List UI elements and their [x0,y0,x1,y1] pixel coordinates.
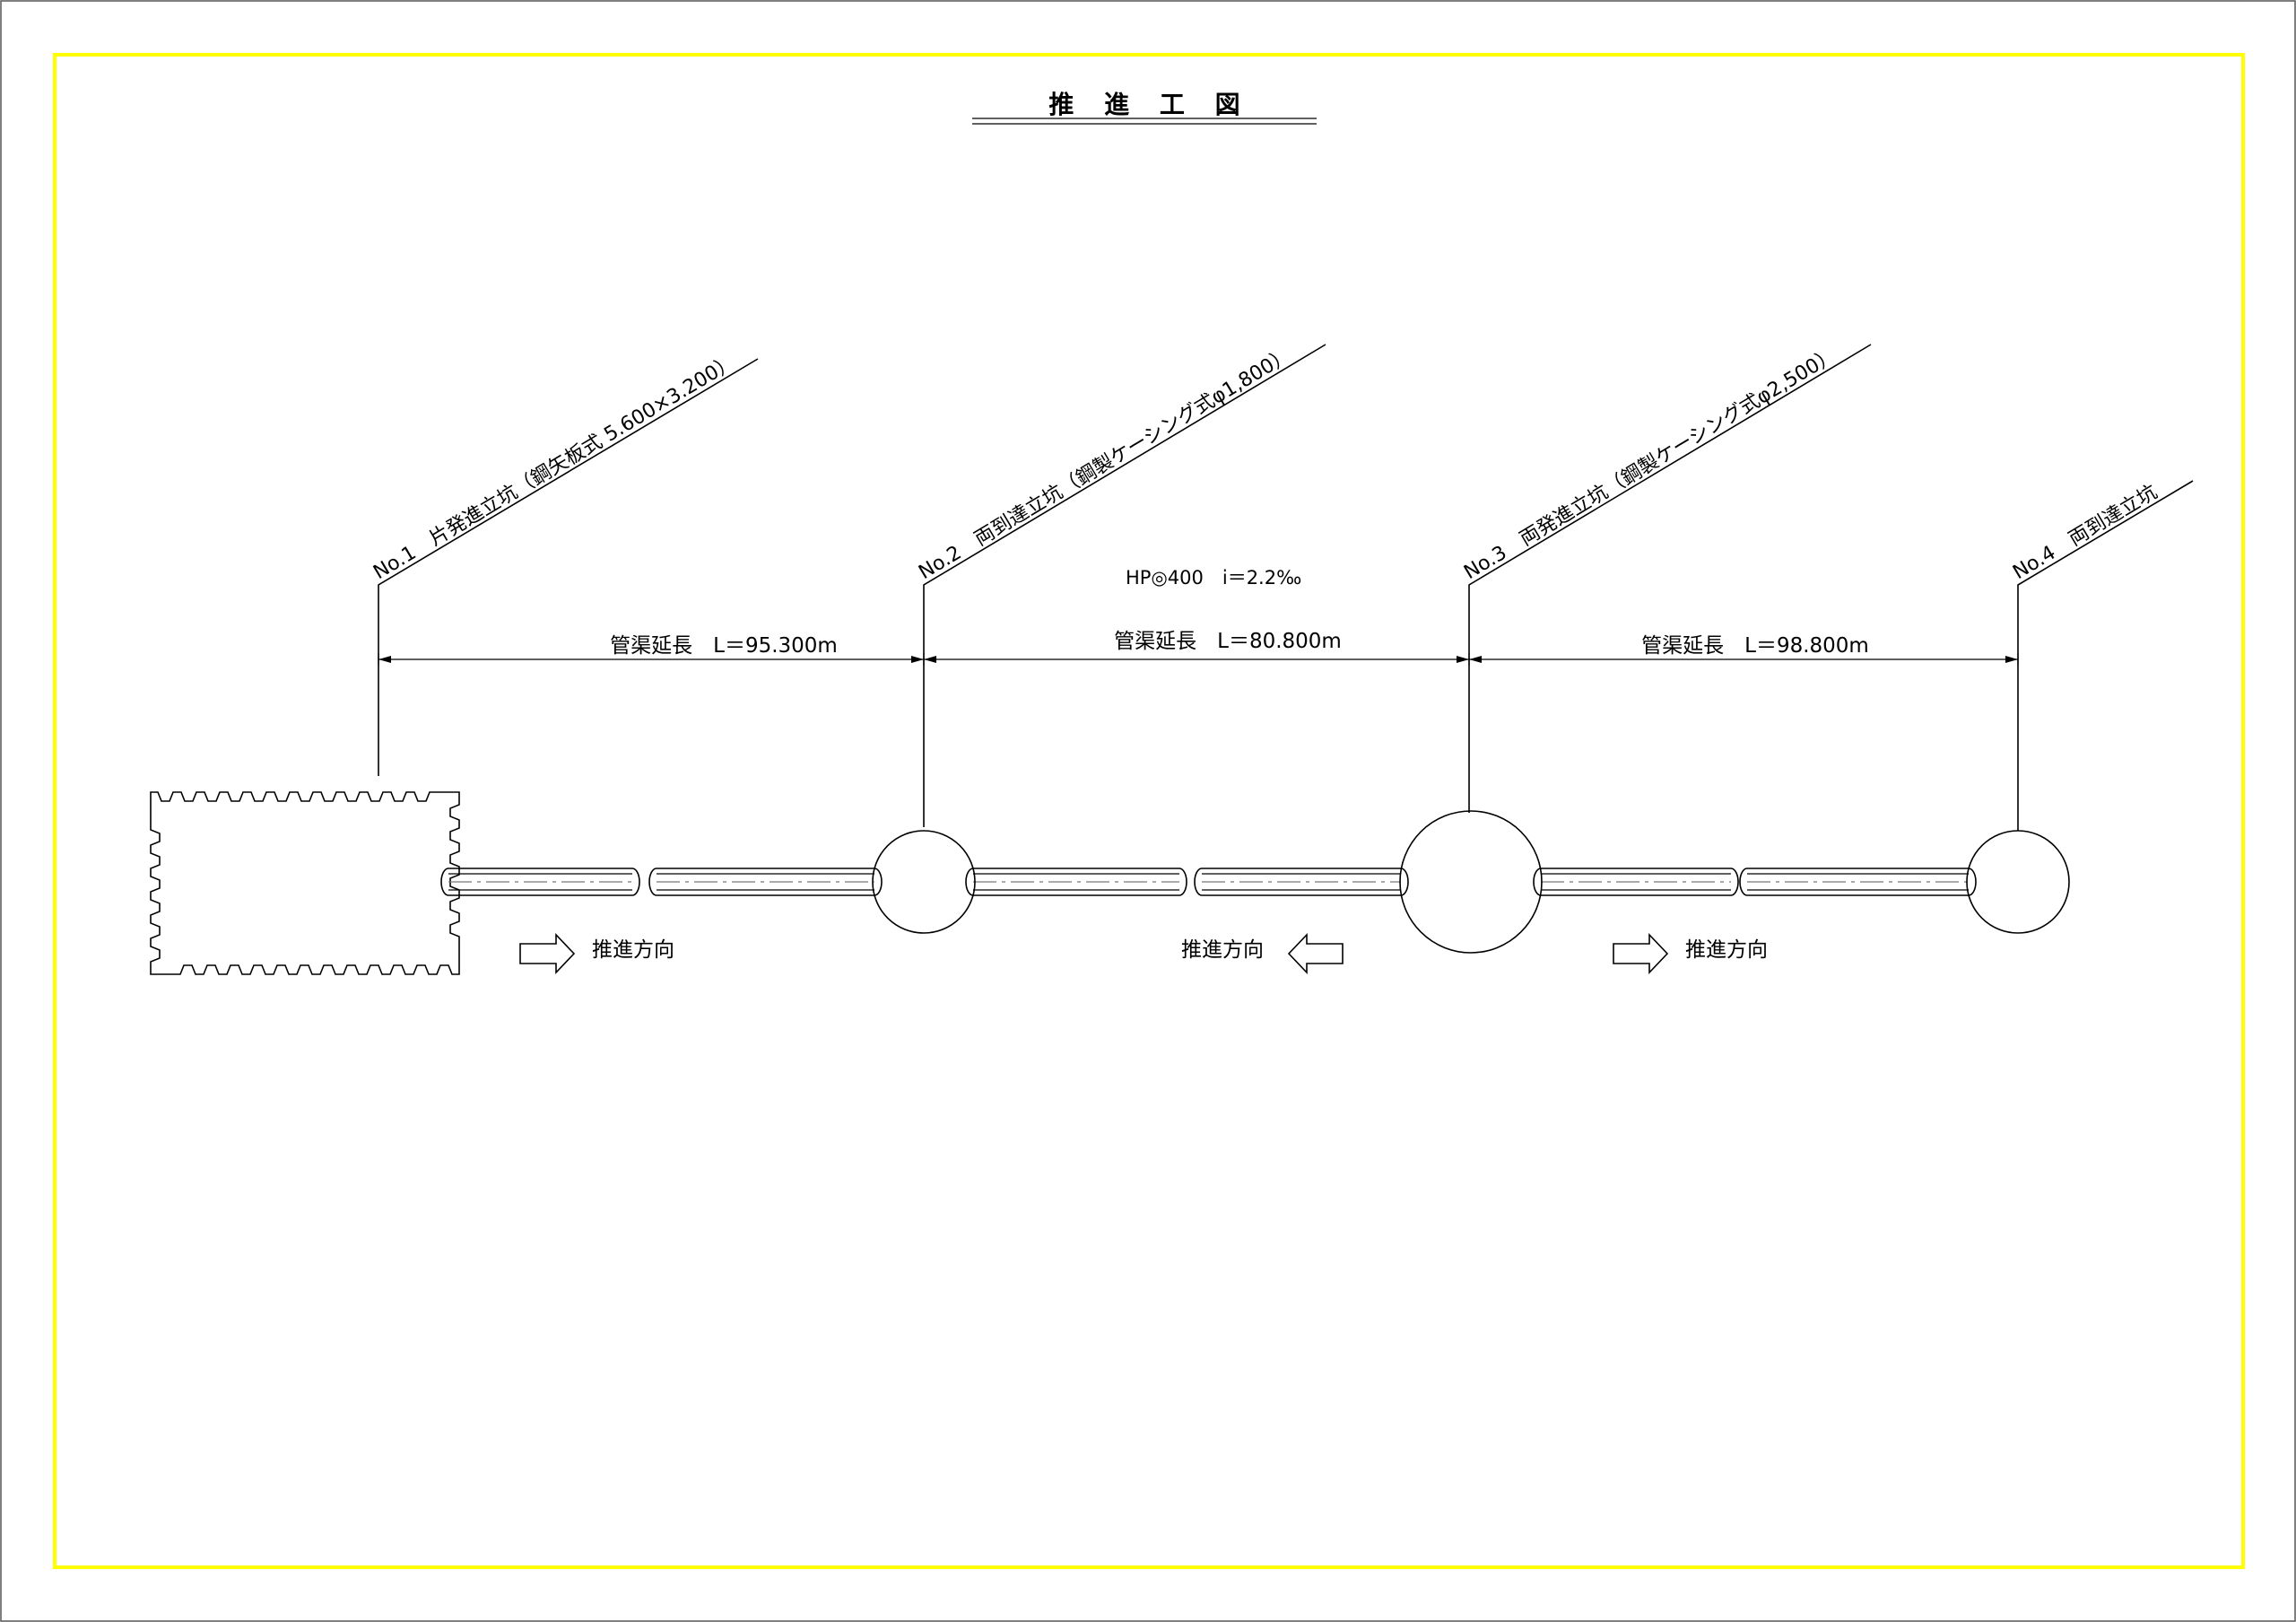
direction-arrow-right-icon [519,933,576,974]
title-block: 推 進 工 図 [972,90,1317,125]
direction-label-1: 推進方向 [592,938,674,962]
casing-shaft-no4 [1966,830,2070,934]
casing-shaft-no3 [1399,810,1543,954]
casing-shafts [872,810,2070,954]
length-labels: 管渠延長 L＝95.300m 管渠延長 L＝80.800m 管渠延長 L＝98.… [610,630,1869,658]
length-label-3: 管渠延長 L＝98.800m [1641,634,1869,658]
pipe-segment [1533,868,1739,896]
direction-arrow-left-icon [1287,933,1344,974]
pipe-segment [1739,868,1977,896]
pipe-segment [965,868,1187,896]
pipe-segments [440,868,1977,896]
pipe-segment [440,868,640,896]
casing-shaft-no2 [872,830,976,934]
direction-arrow-right-icon [1613,933,1669,974]
direction-label-2: 推進方向 [1181,938,1264,962]
drawing-frame [53,53,2245,1569]
length-label-1: 管渠延長 L＝95.300m [610,634,838,658]
pipe-segment [648,868,883,896]
shaft-leaders [378,344,2194,831]
pipe-segment [1194,868,1409,896]
dimension-line [378,653,2019,666]
direction-indicators: 推進方向 推進方向 推進方向 [519,933,1768,974]
sheet-pile-shaft-no1 [150,791,460,975]
pipe-spec-label: HP◎400 i＝2.2‰ [1126,567,1301,589]
direction-label-3: 推進方向 [1685,938,1768,962]
length-label-2: 管渠延長 L＝80.800m [1114,630,1342,653]
drawing-title: 推 進 工 図 [1048,90,1250,119]
